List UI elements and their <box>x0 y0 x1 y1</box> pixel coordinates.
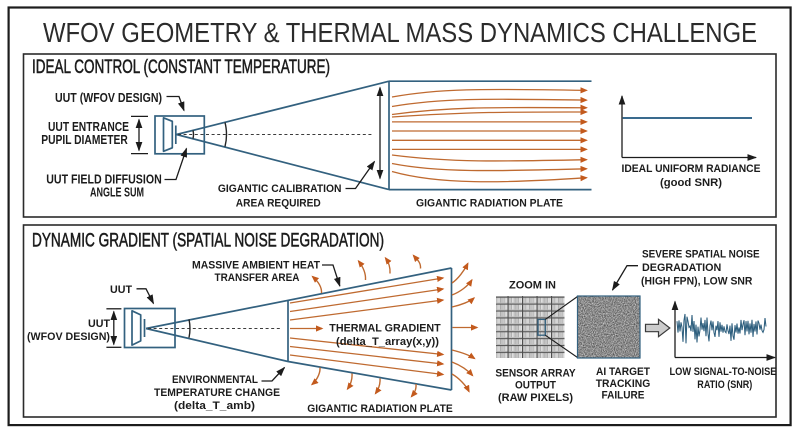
svg-text:UUT: UUT <box>88 318 110 330</box>
svg-text:(WFOV DESIGN): (WFOV DESIGN) <box>27 331 110 343</box>
svg-text:DYNAMIC GRADIENT (SPATIAL NOIS: DYNAMIC GRADIENT (SPATIAL NOISE DEGRADAT… <box>32 231 384 252</box>
svg-text:(good SNR): (good SNR) <box>660 177 722 189</box>
svg-text:MASSIVE AMBIENT HEAT: MASSIVE AMBIENT HEAT <box>192 259 320 271</box>
svg-text:GIGANTIC RADIATION PLATE: GIGANTIC RADIATION PLATE <box>416 197 563 209</box>
svg-text:UUT (WFOV DESIGN): UUT (WFOV DESIGN) <box>55 91 162 105</box>
svg-text:TEMPERATURE CHANGE: TEMPERATURE CHANGE <box>154 387 280 399</box>
svg-text:ENVIRONMENTAL: ENVIRONMENTAL <box>172 374 258 386</box>
svg-text:UUT: UUT <box>110 284 132 296</box>
svg-text:(delta_T_amb): (delta_T_amb) <box>174 400 255 412</box>
svg-text:GIGANTIC RADIATION PLATE: GIGANTIC RADIATION PLATE <box>307 403 453 415</box>
svg-text:UUT FIELD DIFFUSION: UUT FIELD DIFFUSION <box>46 172 162 186</box>
svg-text:AI TARGET: AI TARGET <box>596 366 650 378</box>
svg-text:ZOOM IN: ZOOM IN <box>509 279 556 291</box>
svg-text:GIGANTIC CALIBRATION: GIGANTIC CALIBRATION <box>218 183 342 195</box>
svg-text:WFOV GEOMETRY & THERMAL MASS D: WFOV GEOMETRY & THERMAL MASS DYNAMICS CH… <box>43 17 757 48</box>
svg-text:LOW SIGNAL-TO-NOISE: LOW SIGNAL-TO-NOISE <box>670 366 777 378</box>
svg-text:OUTPUT: OUTPUT <box>515 380 556 392</box>
svg-text:AREA REQUIRED: AREA REQUIRED <box>236 197 321 209</box>
svg-text:DEGRADATION: DEGRADATION <box>642 262 721 274</box>
svg-text:(RAW PIXELS): (RAW PIXELS) <box>498 392 573 404</box>
svg-text:UUT ENTRANCE: UUT ENTRANCE <box>48 120 129 134</box>
svg-text:SENSOR ARRAY: SENSOR ARRAY <box>495 368 576 380</box>
svg-text:PUPIL DIAMETER: PUPIL DIAMETER <box>41 133 128 147</box>
svg-text:(delta_T_array(x,y)): (delta_T_array(x,y)) <box>336 336 439 348</box>
svg-text:FAILURE: FAILURE <box>602 390 645 402</box>
svg-text:TRANSFER AREA: TRANSFER AREA <box>215 272 300 284</box>
svg-text:ANGLE SUM: ANGLE SUM <box>90 186 144 200</box>
svg-text:TRACKING: TRACKING <box>596 378 651 390</box>
svg-text:IDEAL CONTROL (CONSTANT TEMPER: IDEAL CONTROL (CONSTANT TEMPERATURE) <box>32 57 330 78</box>
svg-text:(HIGH FPN), LOW SNR: (HIGH FPN), LOW SNR <box>641 276 752 288</box>
svg-text:THERMAL GRADIENT: THERMAL GRADIENT <box>329 323 441 335</box>
svg-text:RATIO (SNR): RATIO (SNR) <box>697 379 752 391</box>
svg-text:IDEAL UNIFORM RADIANCE: IDEAL UNIFORM RADIANCE <box>622 163 761 175</box>
svg-text:SEVERE SPATIAL NOISE: SEVERE SPATIAL NOISE <box>642 249 760 261</box>
